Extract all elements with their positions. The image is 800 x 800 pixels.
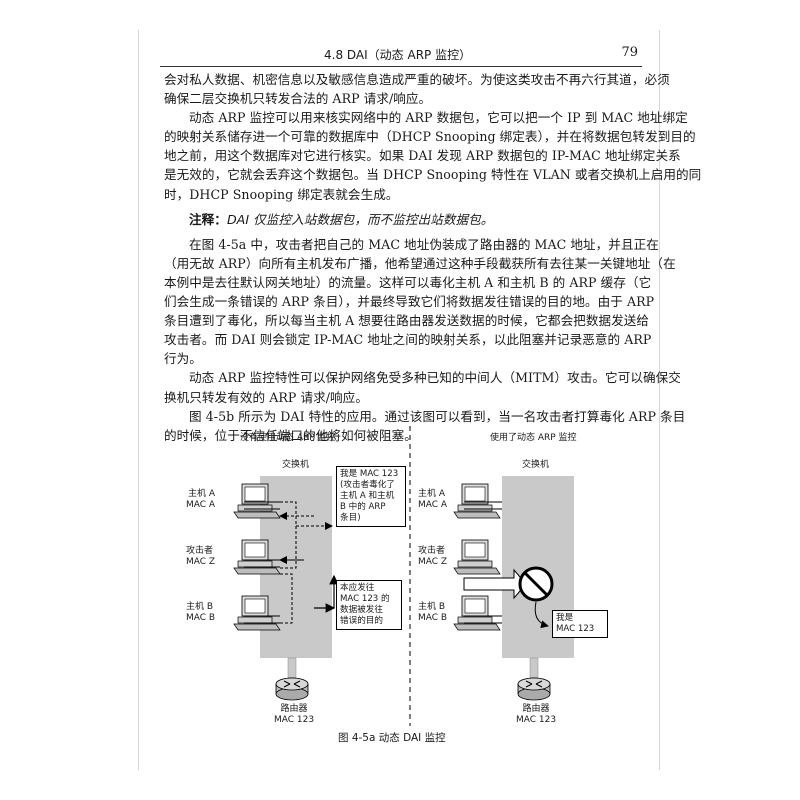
figure-diagram bbox=[233, 426, 574, 726]
text-line: 的时候，位于不信任端口的他将如何被阻塞。 bbox=[164, 427, 417, 443]
note: 注释：DAI 仅监控入站数据包，而不监控出站数据包。 bbox=[164, 210, 640, 229]
paragraph-5: 图 4-5b 所示为 DAI 特性的应用。通过该图可以看到，当一名攻击者打算毒化… bbox=[164, 407, 686, 445]
text-line: 时，DHCP Snooping 绑定表就会生成。 bbox=[164, 186, 399, 202]
body-text: 会对私人数据、机密信息以及敏感信息造成严重的破坏。为使这类攻击不再六行其道，必须… bbox=[164, 70, 702, 445]
paragraph-4: 动态 ARP 监控特性可以保护网络免受多种已知的中间人（MITM）攻击。它可以确… bbox=[164, 368, 681, 406]
text-line: 是无效的，它就会丢弃这个数据包。当 DHCP Snooping 特性在 VLAN… bbox=[164, 167, 702, 183]
text-line: 地之前，用这个数据库对它进行核实。如果 DAI 发现 ARP 数据包的 IP-M… bbox=[164, 148, 681, 164]
text-line: 们会生成一条错误的 ARP 条目），并最终导致它们将数据发往错误的目的地。由于 … bbox=[164, 294, 655, 310]
text-line: 图 4-5b 所示为 DAI 特性的应用。通过该图可以看到，当一名攻击者打算毒化… bbox=[189, 408, 686, 424]
text-line: 的映射关系储存进一个可靠的数据库中（DHCP Snooping 绑定表），并在将… bbox=[164, 129, 696, 145]
text-line: 确保二层交换机只转发合法的 ARP 请求/响应。 bbox=[164, 91, 432, 107]
right-panel-title: 使用了动态 ARP 监控 bbox=[490, 433, 577, 443]
text-line: 在图 4-5a 中，攻击者把自己的 MAC 地址伪装成了路由器的 MAC 地址，… bbox=[189, 236, 659, 252]
header-section-title: 4.8 DAI（动态 ARP 监控） bbox=[324, 48, 472, 62]
paragraph-2: 动态 ARP 监控可以用来核实网络中的 ARP 数据包，它可以把一个 IP 到 … bbox=[164, 108, 702, 203]
callout-poison: 我是 MAC 123 (攻击者毒化了 主机 A 和主机 B 中的 ARP 条目) bbox=[336, 466, 406, 527]
running-header: 4.8 DAI（动态 ARP 监控） 79 bbox=[160, 44, 642, 67]
note-text: DAI 仅监控入站数据包，而不监控出站数据包。 bbox=[226, 211, 494, 227]
left-panel-title: 没有使用动态 ARP 监控 bbox=[240, 433, 336, 443]
switch-label-right: 交换机 bbox=[522, 460, 550, 470]
text-line: 会对私人数据、机密信息以及敏感信息造成严重的破坏。为使这类攻击不再六行其道，必须 bbox=[164, 72, 670, 87]
paragraph-3: 在图 4-5a 中，攻击者把自己的 MAC 地址伪装成了路由器的 MAC 地址，… bbox=[164, 235, 676, 369]
callout-i-am-mac: 我是 MAC 123 bbox=[552, 610, 608, 638]
paragraph-1: 会对私人数据、机密信息以及敏感信息造成严重的破坏。为使这类攻击不再六行其道，必须… bbox=[164, 70, 670, 108]
note-label: 注释： bbox=[189, 211, 227, 227]
text-line: 攻击者。而 DAI 则会锁定 IP-MAC 地址之间的映射关系，以此阻塞并记录恶… bbox=[164, 332, 652, 348]
text-line: （用无故 ARP）向所有主机发布广播，他希望通过这种手段截获所有去往某一关键地址… bbox=[164, 255, 676, 271]
text-line: 行为。 bbox=[164, 351, 202, 367]
page-number: 79 bbox=[621, 45, 638, 60]
text-line: 换机只转发有效的 ARP 请求/响应。 bbox=[164, 389, 368, 405]
switch-label-left: 交换机 bbox=[282, 460, 310, 470]
text-line: 动态 ARP 监控特性可以保护网络免受多种已知的中间人（MITM）攻击。它可以确… bbox=[189, 370, 681, 386]
text-line: 本例中是去往默认网关地址）的流量。这样可以毒化主机 A 和主机 B 的 ARP … bbox=[164, 274, 652, 290]
text-line: 条目遭到了毒化，所以每当主机 A 想要往路由器发送数据的时候，它都会把数据发送给 bbox=[164, 313, 650, 329]
figure-caption: 图 4-5a 动态 DAI 监控 bbox=[338, 732, 446, 744]
callout-wrong-destination: 本应发往 MAC 123 的 数据被发往 错误的目的 bbox=[336, 580, 402, 630]
text-line: 动态 ARP 监控可以用来核实网络中的 ARP 数据包，它可以把一个 IP 到 … bbox=[189, 110, 688, 126]
